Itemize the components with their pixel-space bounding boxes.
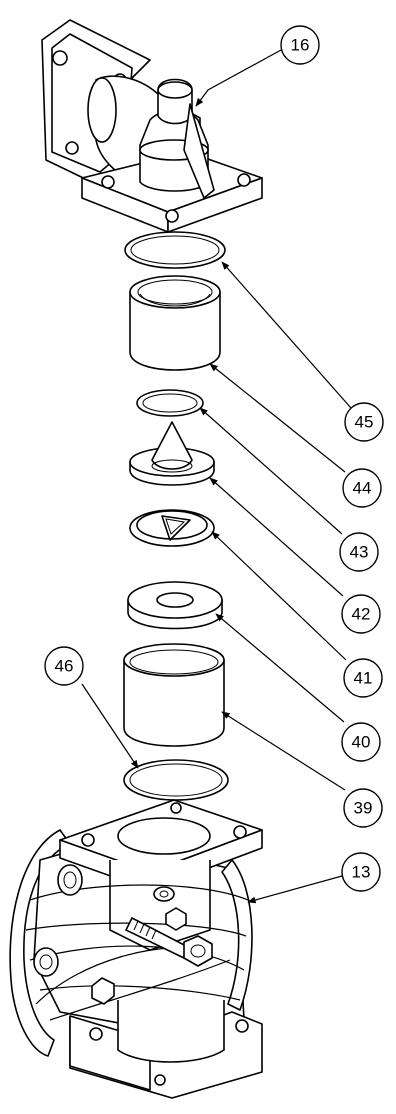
cylinder-sleeve	[123, 643, 225, 747]
callout-46: 46	[44, 646, 84, 686]
leader-42	[209, 477, 344, 597]
callout-46-label: 46	[55, 657, 74, 676]
callout-41-label: 41	[354, 669, 373, 688]
leader-39	[221, 711, 346, 791]
poppet-valve	[129, 421, 215, 486]
leader-41	[211, 531, 347, 661]
callout-44-label: 44	[353, 479, 372, 498]
callout-16-label: 16	[291, 36, 310, 55]
outlet-manifold	[41, 19, 263, 233]
leader-16	[195, 49, 282, 107]
callout-43: 43	[339, 532, 379, 572]
callout-41: 41	[343, 658, 383, 698]
callout-45-label: 45	[355, 413, 374, 432]
callout-16: 16	[280, 25, 320, 65]
callout-42-label: 42	[352, 605, 371, 624]
callout-40-label: 40	[352, 733, 371, 752]
leader-44	[209, 363, 346, 473]
callout-42: 42	[341, 594, 381, 634]
leader-45	[221, 261, 352, 409]
triangle-check-disc	[129, 509, 215, 547]
callout-39-label: 39	[354, 799, 373, 818]
pump-body	[9, 799, 263, 1099]
leader-40	[215, 613, 345, 723]
callout-39: 39	[343, 788, 383, 828]
valve-seat-sleeve	[129, 275, 221, 371]
leader-lines	[81, 49, 352, 904]
leader-13	[247, 875, 343, 904]
o-ring-small	[136, 389, 204, 417]
o-ring-upper	[124, 231, 226, 269]
callout-13-label: 13	[352, 863, 371, 882]
callout-44: 44	[342, 468, 382, 508]
leader-43	[199, 407, 343, 535]
callout-45: 45	[344, 402, 384, 442]
callout-13: 13	[341, 852, 381, 892]
callout-43-label: 43	[350, 543, 369, 562]
seat-washer	[127, 581, 223, 630]
leader-46	[81, 683, 139, 769]
o-ring-lower	[123, 759, 229, 801]
callout-40: 40	[341, 722, 381, 762]
